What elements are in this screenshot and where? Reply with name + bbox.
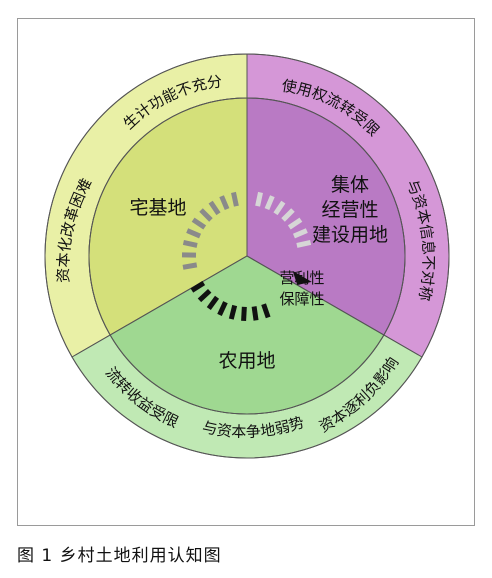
arrow-segment: [206, 295, 220, 311]
arrow-segment: [251, 306, 259, 321]
collective-line-3: 建设用地: [312, 224, 388, 246]
arrow-segment: [228, 304, 238, 320]
arrow-segment: [219, 195, 230, 211]
arrow-segment: [199, 208, 213, 222]
arrow-segment: [281, 208, 295, 222]
center-label-security: 保障性: [279, 290, 324, 308]
arrow-segment: [197, 288, 212, 303]
arrow-segment: [255, 191, 263, 207]
arrow-segment: [264, 195, 275, 211]
arrow-segment: [261, 303, 271, 319]
center-label-profit: 营利性: [279, 269, 324, 287]
figure-frame: [17, 18, 475, 526]
arrow-segment: [273, 200, 286, 216]
arrow-segment: [186, 228, 202, 239]
collective-line-1: 集体: [331, 174, 369, 196]
arrow-segment: [208, 200, 221, 216]
arrow-segment: [182, 262, 198, 270]
arrow-segment: [190, 280, 206, 293]
arrow-segment: [191, 217, 207, 230]
land-use-cognition-diagram: 宅基地 集体 经营性 建设用地 农用地 营利性 保障性 生计功能不充分 资本化改…: [44, 53, 450, 459]
sector-label-homestead: 宅基地: [129, 197, 186, 219]
collective-line-2: 经营性: [321, 199, 378, 221]
sector-label-collective: 集体 经营性 建设用地: [312, 174, 388, 246]
arrow-segment: [182, 240, 198, 248]
sector-label-farmland: 农用地: [218, 350, 275, 372]
arrow-segment: [217, 301, 228, 316]
figure-caption: 图 1 乡村土地利用认知图: [17, 546, 222, 566]
arrow-segment: [292, 228, 308, 239]
arrow-segment: [241, 306, 247, 322]
arrow-segment: [231, 191, 239, 207]
inner-sectors: [75, 58, 419, 415]
arrow-segment: [296, 240, 312, 248]
arrow-head: [292, 270, 312, 285]
arrow-segment: [287, 217, 303, 230]
cycle-arrows: [181, 191, 312, 322]
